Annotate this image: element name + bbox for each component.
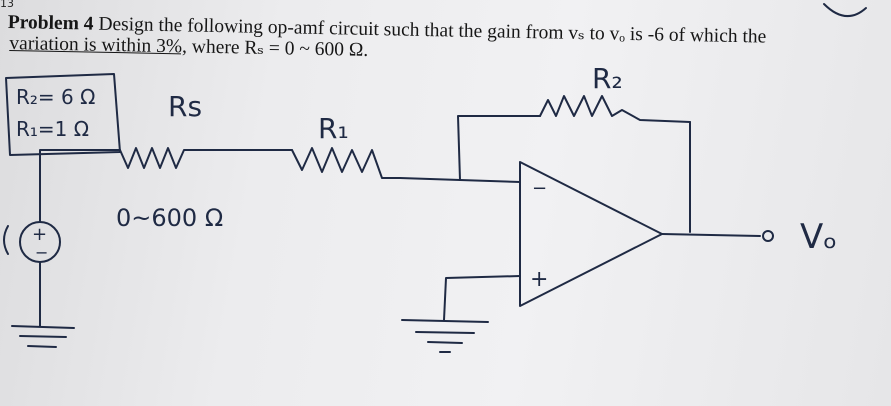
opamp-minus-sign: − [532,178,547,199]
opamp-triangle [519,161,663,307]
source-plus: + [32,224,47,245]
given-r1: R₁=1 Ω [16,117,89,141]
output-terminal [762,230,774,242]
inverting-input-wire [459,179,521,183]
edge-mark [3,225,9,255]
source-minus: − [35,243,48,262]
noninverting-input-wire [443,275,521,321]
given-r2: R₂= 6 Ω [16,85,95,109]
feedback-left-wire [457,115,541,181]
r2-resistor [539,95,691,123]
rs-resistor [119,147,293,169]
r1-label: R₁ [318,112,349,145]
output-wire [661,233,761,237]
rs-label: Rs [168,90,202,123]
r1-resistor [291,147,461,181]
corner-scribble [823,3,867,17]
margin-mark: 13 [0,0,14,10]
r2-label: R₂ [592,62,623,95]
source-top-wire [39,149,121,223]
source-ground [11,325,75,348]
opamp-plus-sign: + [530,267,548,292]
opamp-ground [401,319,489,353]
output-label: Vₒ [800,217,837,257]
rs-range-label: 0~600 Ω [116,204,223,232]
